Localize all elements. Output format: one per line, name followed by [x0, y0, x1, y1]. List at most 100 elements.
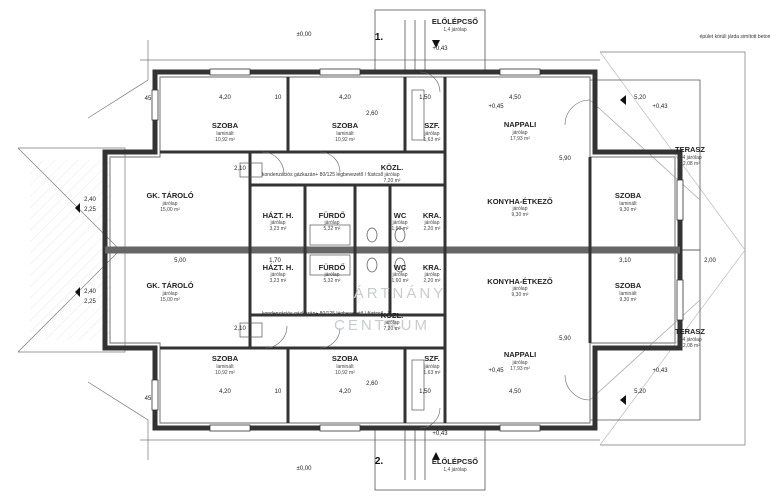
svg-text:1,4 járólap: 1,4 járólap: [678, 337, 702, 343]
room-label: HÁZT. H.: [263, 211, 294, 220]
room-label: KÖZL.: [381, 163, 404, 172]
room-label: KRA.: [423, 263, 441, 272]
svg-text:15,00 m²: 15,00 m²: [160, 207, 180, 213]
svg-text:9,30 m²: 9,30 m²: [620, 207, 637, 213]
svg-text:járólap: járólap: [383, 320, 399, 326]
svg-text:+0,45: +0,45: [488, 368, 504, 374]
svg-text:1,60 m²: 1,60 m²: [392, 278, 409, 284]
room-label: SZF.: [424, 354, 439, 363]
svg-text:10: 10: [275, 389, 282, 395]
interior-walls: [105, 77, 680, 423]
svg-text:5,00: 5,00: [174, 258, 186, 264]
svg-text:ÁRTNÁNY: ÁRTNÁNY: [354, 285, 446, 302]
unit-1-labels: SZOBA laminált 10,92 m² SZOBA laminált 1…: [146, 17, 705, 232]
svg-text:1,50: 1,50: [419, 389, 431, 395]
svg-text:2,20 m²: 2,20 m²: [424, 226, 441, 232]
room-label: NAPPALI: [504, 350, 536, 359]
svg-text:laminált: laminált: [336, 131, 354, 137]
svg-text:járólap: járólap: [423, 220, 439, 226]
svg-text:2,25: 2,25: [84, 299, 96, 305]
terrace-label: TERASZ: [675, 327, 705, 336]
svg-text:4,50: 4,50: [509, 389, 521, 395]
unit-number: 1.: [375, 32, 384, 43]
svg-text:1,50: 1,50: [419, 95, 431, 101]
svg-text:10: 10: [275, 95, 282, 101]
watermark: ÁRTNÁNY CENTRUM: [334, 285, 446, 334]
room-label: WC: [394, 211, 407, 220]
svg-text:45: 45: [145, 96, 152, 102]
svg-text:járólap: járólap: [383, 172, 399, 178]
svg-text:22,08 m²: 22,08 m²: [680, 161, 700, 167]
svg-text:4,20: 4,20: [339, 95, 351, 101]
room-label: HÁZT. H.: [263, 263, 294, 272]
svg-text:2,40: 2,40: [84, 289, 96, 295]
room-label: SZOBA: [615, 191, 642, 200]
room-label: FÜRDŐ: [319, 211, 346, 220]
svg-text:1,60 m²: 1,60 m²: [392, 226, 409, 232]
room-label: KRA.: [423, 211, 441, 220]
svg-text:járólap: járólap: [161, 201, 177, 207]
svg-text:+0,43: +0,43: [652, 104, 668, 110]
svg-text:laminált: laminált: [216, 364, 234, 370]
svg-text:laminált: laminált: [336, 364, 354, 370]
room-label: SZOBA: [212, 121, 239, 130]
sanitary-fixtures: [239, 89, 425, 411]
svg-text:9,30 m²: 9,30 m²: [620, 297, 637, 303]
svg-text:1,63 m²: 1,63 m²: [424, 137, 441, 143]
svg-text:2,40: 2,40: [84, 197, 96, 203]
svg-text:laminált: laminált: [619, 201, 637, 207]
svg-text:járólap: járólap: [423, 131, 439, 137]
svg-text:15,00 m²: 15,00 m²: [160, 297, 180, 303]
svg-text:2,00: 2,00: [704, 258, 716, 264]
room-label: SZOBA: [332, 121, 359, 130]
room-label: SZOBA: [332, 354, 359, 363]
room-label: KONYHA-ÉTKEZŐ: [487, 277, 553, 286]
svg-text:5,20: 5,20: [634, 389, 646, 395]
svg-text:2,10: 2,10: [234, 166, 246, 172]
room-label: GK. TÁROLÓ: [146, 191, 193, 200]
room-label: SZOBA: [212, 354, 239, 363]
room-label: KÖZL.: [381, 311, 404, 320]
unit-2-labels: SZOBA laminált 10,92 m² SZOBA laminált 1…: [146, 263, 705, 473]
svg-text:5,90: 5,90: [559, 156, 571, 162]
svg-text:laminált: laminált: [216, 131, 234, 137]
svg-text:10,92 m²: 10,92 m²: [215, 137, 235, 143]
svg-text:járólap: járólap: [423, 364, 439, 370]
svg-text:4,50: 4,50: [509, 95, 521, 101]
windows: [151, 68, 684, 432]
svg-text:17,93 m²: 17,93 m²: [510, 366, 530, 372]
unit-number: 2.: [375, 456, 384, 467]
svg-text:2,60: 2,60: [366, 381, 378, 387]
svg-text:járólap: járólap: [323, 272, 339, 278]
elevation-marks: ±0,00 ±0,00 +0,45 +0,45 +0,43 +0,43 +0,4…: [297, 32, 669, 472]
svg-text:9,30 m²: 9,30 m²: [512, 212, 529, 218]
svg-text:+0,43: +0,43: [652, 368, 668, 374]
svg-text:járólap: járólap: [511, 286, 527, 292]
svg-text:+0,43: +0,43: [432, 431, 448, 437]
stair-label: ELŐLÉPCSŐ: [432, 17, 478, 26]
svg-text:járólap: járólap: [391, 272, 407, 278]
svg-text:3,23 m²: 3,23 m²: [270, 226, 287, 232]
svg-text:7,20 m²: 7,20 m²: [384, 326, 401, 332]
svg-text:3,23 m²: 3,23 m²: [270, 278, 287, 284]
svg-text:10,92 m²: 10,92 m²: [215, 370, 235, 376]
svg-text:1,4 járólap: 1,4 járólap: [443, 467, 467, 473]
svg-text:járólap: járólap: [423, 272, 439, 278]
svg-text:1,4 járólap: 1,4 járólap: [678, 155, 702, 161]
svg-text:3,10: 3,10: [619, 258, 631, 264]
svg-text:1,4 járólap: 1,4 járólap: [443, 27, 467, 33]
svg-text:±0,00: ±0,00: [297, 466, 313, 472]
svg-text:járólap: járólap: [511, 130, 527, 136]
svg-text:5,90: 5,90: [559, 336, 571, 342]
door-swings: [261, 71, 591, 429]
room-label: WC: [394, 263, 407, 272]
svg-text:laminált: laminált: [619, 291, 637, 297]
svg-text:2,20 m²: 2,20 m²: [424, 278, 441, 284]
room-label: KONYHA-ÉTKEZŐ: [487, 197, 553, 206]
svg-text:7,20 m²: 7,20 m²: [384, 178, 401, 184]
room-label: NAPPALI: [504, 120, 536, 129]
svg-text:járólap: járólap: [269, 220, 285, 226]
garage-ground-hatch: [30, 160, 110, 340]
svg-text:22,08 m²: 22,08 m²: [680, 343, 700, 349]
